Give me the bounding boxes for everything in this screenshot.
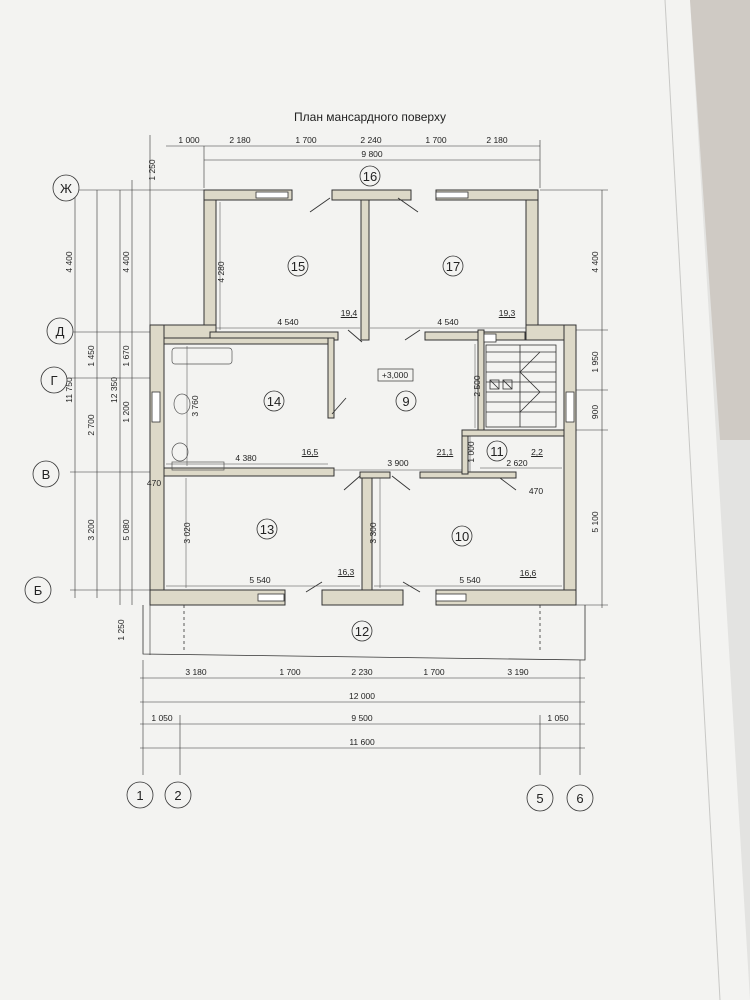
room-number: 10 — [455, 529, 469, 544]
dim-label: 1 200 — [121, 401, 131, 423]
room-area: 19,4 — [341, 308, 358, 318]
dim-label: 1 670 — [121, 345, 131, 367]
room-area: 16,3 — [338, 567, 355, 577]
room-labels: 16 15 17 14 9 11 13 10 12 — [256, 165, 508, 642]
dim-label: 1 250 — [116, 619, 126, 641]
axis-label: Г — [50, 373, 57, 388]
room-area: 2,2 — [531, 447, 543, 457]
dim-label: 4 280 — [216, 261, 226, 283]
dim-label: 1 250 — [147, 159, 157, 181]
dim-label: 1 450 — [86, 345, 96, 367]
room-area: 19,3 — [499, 308, 516, 318]
terrace-outline — [142, 605, 586, 661]
room-number: 17 — [446, 259, 460, 274]
doors — [305, 197, 517, 593]
dim-label: 3 760 — [190, 395, 200, 417]
room-number: 9 — [402, 394, 409, 409]
dim-label: 4 400 — [64, 251, 74, 273]
room-area: 21,1 — [437, 447, 454, 457]
room-number: 16 — [363, 169, 377, 184]
dim-label: 1 700 — [425, 135, 447, 145]
inner-dimension-lines — [166, 202, 562, 588]
room-number: 13 — [260, 522, 274, 537]
room-number: 14 — [267, 394, 281, 409]
dim-label: 4 540 — [437, 317, 459, 327]
bottom-dimension-chain — [140, 660, 585, 775]
dim-label: 2 240 — [360, 135, 382, 145]
dim-label: 3 200 — [86, 519, 96, 541]
dim-label: 900 — [590, 405, 600, 419]
room-areas: 19,4 19,3 16,5 21,1 2,2 16,3 16,6 — [302, 308, 543, 578]
dim-label: 3 300 — [368, 522, 378, 544]
dim-label: 12 350 — [109, 377, 119, 403]
dim-label: 2 230 — [351, 667, 373, 677]
dim-label: 1 000 — [466, 441, 476, 463]
dim-label: 3 190 — [507, 667, 529, 677]
dim-label: 1 050 — [151, 713, 173, 723]
dim-label: 12 000 — [349, 691, 375, 701]
dim-label: 1 000 — [178, 135, 200, 145]
dim-label: 3 900 — [387, 458, 409, 468]
dim-label: 1 950 — [590, 351, 600, 373]
room-area: 16,6 — [520, 568, 537, 578]
axis-label: 6 — [576, 791, 583, 806]
elevation-mark: +3,000 — [382, 370, 409, 380]
dim-label: 3 020 — [182, 522, 192, 544]
room-area: 16,5 — [302, 447, 319, 457]
axis-label: Б — [34, 583, 43, 598]
dim-label: 11 750 — [64, 377, 74, 403]
dim-label: 4 400 — [590, 251, 600, 273]
axis-label: Д — [56, 324, 65, 339]
dim-label: 9 500 — [351, 713, 373, 723]
room-number: 12 — [355, 624, 369, 639]
dim-label: 1 700 — [423, 667, 445, 677]
column-axis-markers — [126, 781, 594, 812]
dim-label: 2 180 — [486, 135, 508, 145]
dim-label: 5 540 — [459, 575, 481, 585]
left-dimension-chains — [70, 135, 204, 655]
dim-label: 1 700 — [279, 667, 301, 677]
dim-label: 470 — [529, 486, 543, 496]
windows — [151, 191, 575, 602]
dim-label: 470 — [147, 478, 161, 488]
elevation-box — [377, 368, 414, 382]
dim-label: 2 500 — [472, 375, 482, 397]
dim-label: 2 620 — [506, 458, 528, 468]
dim-label: 11 600 — [349, 737, 375, 747]
dim-label: 4 380 — [235, 453, 257, 463]
axis-label: 1 — [136, 788, 143, 803]
dim-label: 9 800 — [361, 149, 383, 159]
axis-label: В — [42, 467, 51, 482]
plan-title: План мансардного поверху — [294, 110, 446, 124]
dim-label: 5 080 — [121, 519, 131, 541]
right-dimension-chain — [540, 189, 608, 608]
dim-label: 1 700 — [295, 135, 317, 145]
axis-label: Ж — [60, 181, 72, 196]
dim-label: 2 180 — [229, 135, 251, 145]
axis-label: 2 — [174, 788, 181, 803]
room-number: 11 — [490, 444, 504, 459]
staircase — [485, 344, 557, 428]
room-number: 15 — [291, 259, 305, 274]
sanitary-fixtures — [171, 347, 233, 471]
dim-label: 5 100 — [590, 511, 600, 533]
row-axis-markers — [24, 174, 80, 604]
top-dimension-chain — [166, 140, 541, 188]
dim-label: 5 540 — [249, 575, 271, 585]
dim-label: 4 540 — [277, 317, 299, 327]
dim-label: 3 180 — [185, 667, 207, 677]
dim-label: 1 050 — [547, 713, 569, 723]
dim-label: 4 400 — [121, 251, 131, 273]
dim-label: 2 700 — [86, 414, 96, 436]
axis-label: 5 — [536, 791, 543, 806]
